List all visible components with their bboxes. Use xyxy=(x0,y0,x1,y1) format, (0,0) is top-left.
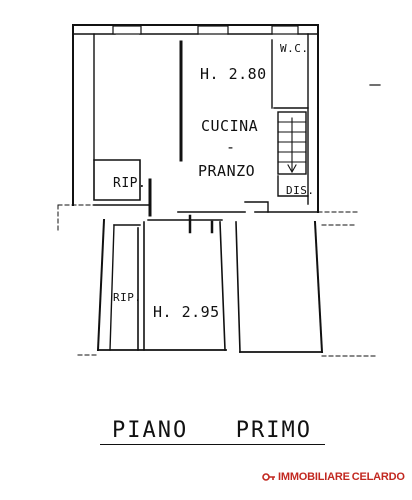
rip-upper-label: RIP. xyxy=(113,176,146,191)
rip-lower-label: RIP. xyxy=(113,291,142,304)
wall-rip-upper xyxy=(93,159,141,201)
brand-part1: IMMOBILIARE xyxy=(278,471,350,483)
lower-height-label: H. 2.95 xyxy=(153,303,220,321)
stair-box xyxy=(277,111,307,175)
floor-title-word2: PRIMO xyxy=(235,417,312,443)
wall-lower-left-inner xyxy=(109,224,115,351)
window-top-right xyxy=(271,25,299,35)
dis-label: DIS. xyxy=(286,184,315,197)
kitchen-name2-label: PRANZO xyxy=(198,162,255,180)
kitchen-name-label: CUCINA xyxy=(201,117,258,135)
kitchen-height-label: H. 2.80 xyxy=(200,65,267,83)
title-underline xyxy=(100,444,325,445)
wc-label: W.C. xyxy=(280,42,309,55)
window-top-left xyxy=(112,25,142,35)
wall-lower-bottom xyxy=(97,349,323,353)
wall-step xyxy=(244,201,269,213)
floor-title: PIANO PRIMO xyxy=(112,415,312,445)
key-icon xyxy=(262,472,276,482)
wall-lower-room-right xyxy=(219,221,226,351)
wall-lower-outer-right xyxy=(313,220,324,354)
floor-title-word1: PIANO xyxy=(112,417,189,443)
stair-arrow xyxy=(287,117,297,174)
wall-lower-left xyxy=(96,218,106,352)
brand-part2: CELARDO xyxy=(351,471,405,483)
kitchen-dash-label: - xyxy=(226,138,236,156)
window-top-middle xyxy=(197,25,229,35)
wall-middle xyxy=(93,204,246,213)
wall-dis xyxy=(277,175,309,197)
wall-lower-right xyxy=(235,221,241,353)
